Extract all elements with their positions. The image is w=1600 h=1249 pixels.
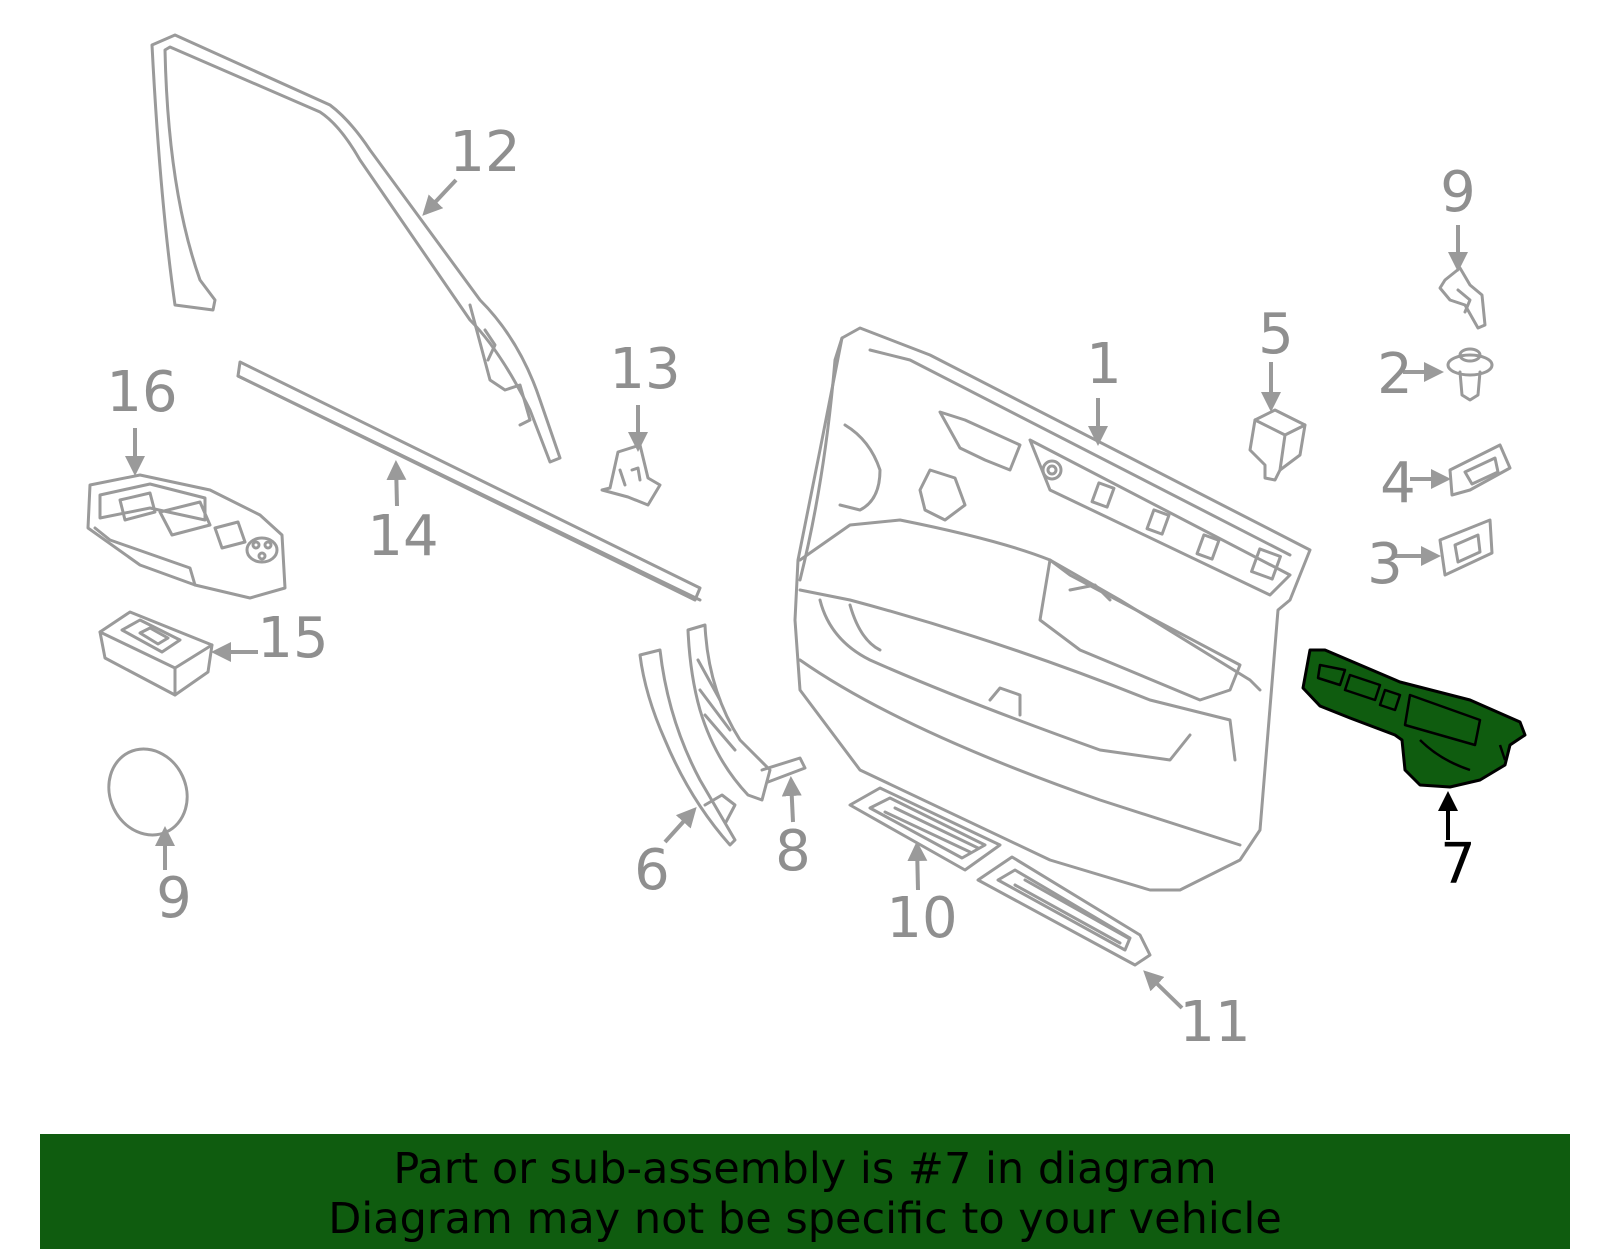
callout-6: 6 [634, 838, 670, 903]
leader-11 [1143, 970, 1184, 1010]
part-9-round-plug[interactable] [95, 736, 201, 848]
part-7-armrest-switch-bezel[interactable] [1301, 648, 1527, 797]
callout-12: 12 [449, 120, 520, 185]
banner-line-disclaimer: Diagram may not be specific to your vehi… [328, 1194, 1282, 1244]
part-3-bracket[interactable] [1438, 518, 1494, 577]
callout-9-bottom: 9 [156, 866, 192, 931]
part-11-lower-grille[interactable] [976, 855, 1152, 967]
part-16-window-switch[interactable] [86, 473, 287, 600]
leader-10 [907, 841, 928, 891]
callout-11: 11 [1179, 990, 1250, 1055]
callout-8: 8 [775, 819, 811, 884]
part-2-push-fastener[interactable] [1446, 347, 1494, 402]
info-banner: Part or sub-assembly is #7 in diagram Di… [40, 1134, 1570, 1249]
leader-12 [422, 178, 458, 216]
callout-9-top: 9 [1440, 160, 1476, 225]
callout-4: 4 [1380, 451, 1416, 516]
part-5-clip[interactable] [1248, 408, 1307, 482]
part-12-window-frame-trim[interactable] [150, 33, 562, 464]
leader-8 [781, 776, 802, 823]
callout-14: 14 [367, 504, 438, 569]
callout-labels: 1 2 3 4 5 6 7 8 9 9 10 11 12 13 14 15 16 [106, 120, 1475, 1055]
callout-7: 7 [1440, 832, 1476, 897]
part-4-bracket[interactable] [1448, 443, 1512, 497]
part-9-bracket-clip[interactable] [1438, 266, 1487, 330]
callout-16: 16 [106, 360, 177, 425]
callout-5: 5 [1258, 302, 1294, 367]
callout-15: 15 [257, 606, 328, 671]
leader-14 [386, 460, 407, 507]
part-13-clip[interactable] [600, 443, 662, 507]
callout-1: 1 [1086, 332, 1122, 397]
leader-lines [125, 178, 1468, 1010]
part-8-handle-bracket[interactable] [686, 623, 807, 802]
part-1-door-trim-panel[interactable] [793, 326, 1312, 892]
callout-13: 13 [609, 337, 680, 402]
part-14-belt-molding[interactable] [236, 360, 702, 602]
leader-6 [663, 807, 697, 844]
part-6-pull-handle-trim[interactable] [638, 648, 737, 847]
part-15-single-switch[interactable] [98, 610, 214, 697]
callout-2: 2 [1377, 342, 1413, 407]
banner-line-part-info: Part or sub-assembly is #7 in diagram [393, 1144, 1217, 1194]
callout-3: 3 [1367, 532, 1403, 597]
callout-10: 10 [886, 886, 957, 951]
